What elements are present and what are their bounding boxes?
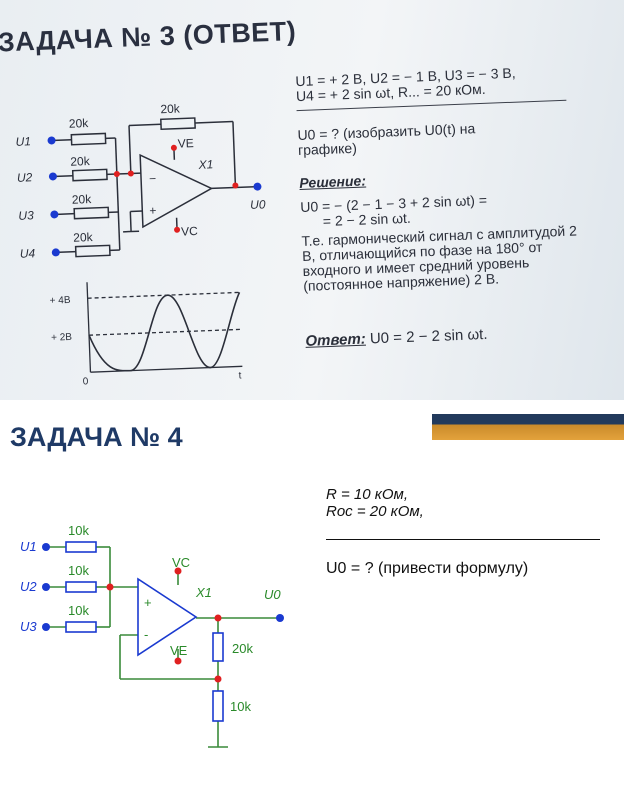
- task4-feedback-resistor-20k: [212, 632, 224, 662]
- task3-resistor-label-4: 20k: [73, 230, 94, 245]
- task3-input-resistor-2: [71, 168, 108, 182]
- task4-ground-label-10k: 10k: [230, 699, 251, 714]
- task3-graph-4v-line: [87, 291, 240, 299]
- task4-label-u3: U3: [20, 619, 37, 634]
- task3-resistor-label-3: 20k: [72, 192, 93, 207]
- task3-question: U0 = ? (изобразить U0(t) на графике): [297, 120, 476, 159]
- task3-explanation: Т.е. гармонический сигнал с амплитудой 2…: [301, 222, 578, 294]
- task4-given-r: R = 10 кОм,: [326, 486, 408, 503]
- task3-label-u1: U1: [15, 134, 31, 149]
- task4-terminal-u2: [42, 583, 50, 591]
- task3-answer: Ответ: U0 = 2 − 2 sin ωt.: [305, 323, 585, 350]
- task4-terminal-u3: [42, 623, 50, 631]
- task4-question: U0 = ? (привести формулу): [326, 560, 529, 577]
- task3-node: [232, 182, 239, 189]
- task3-opamp: [139, 153, 214, 229]
- task3-title: ЗАДАЧА № 3 (ОТВЕТ): [0, 16, 297, 58]
- task3-circuit: U1 U2 U3 U4 20k 20k 20k 20k 20k X1 VE VC…: [15, 102, 266, 261]
- task3-opamp-minus: −: [149, 172, 157, 186]
- task4-given-roc: Roc = 20 кОм,: [326, 503, 424, 520]
- task3-terminal-u2: [48, 172, 57, 181]
- task3-feedback-resistor: [160, 117, 196, 131]
- task3-solution-heading: Решение:: [299, 172, 367, 192]
- task4-feedback-label-20k: 20k: [232, 641, 253, 656]
- task3-node: [127, 170, 134, 177]
- task3-node: [113, 171, 120, 178]
- task4-title: ЗАДАЧА № 4: [10, 422, 183, 452]
- task3-terminal-u4: [51, 248, 60, 257]
- task4-terminal-u0: [276, 614, 284, 622]
- task4-supply-neg: VE: [170, 643, 188, 658]
- task3-resistor-label-2: 20k: [70, 154, 91, 169]
- task3-graph: + 4В + 2В 0 t: [49, 282, 243, 387]
- task4-node: [214, 675, 222, 683]
- task4-resistor-label-3: 10k: [68, 603, 89, 618]
- task4-opamp-minus: -: [144, 627, 148, 642]
- task3-label-u2: U2: [17, 170, 33, 185]
- task3-input-resistor-4: [74, 244, 111, 258]
- task4-label-u1: U1: [20, 539, 37, 554]
- task3-terminal-u1: [47, 136, 56, 145]
- task4-supply-pos: VC: [172, 555, 190, 570]
- task3-opamp-label: X1: [197, 157, 213, 172]
- task4-ground-resistor-10k: [212, 690, 224, 722]
- task3-node: [174, 226, 181, 233]
- task3-graph-label-4v: + 4В: [49, 295, 71, 307]
- task4-slide: ЗАДАЧА № 4: [0, 400, 624, 795]
- task4-terminal-u1: [42, 543, 50, 551]
- task3-graph-origin: 0: [83, 376, 89, 387]
- task3-node: [170, 144, 177, 151]
- task3-supply-pos: VE: [177, 136, 194, 151]
- task3-slide: ЗАДАЧА № 3 (ОТВЕТ): [0, 0, 624, 400]
- task4-input-resistor-1: [65, 541, 97, 553]
- task4-opamp-label: X1: [195, 585, 212, 600]
- task3-given: U1 = + 2 В, U2 = − 1 В, U3 = − 3 В, U4 =…: [295, 63, 596, 104]
- task3-answer-formula: U0 = 2 − 2 sin ωt.: [369, 325, 488, 348]
- task3-label-u0: U0: [250, 197, 266, 212]
- task4-resistor-label-1: 10k: [68, 523, 89, 538]
- task3-graph-label-2v: + 2В: [51, 332, 73, 344]
- task4-resistor-label-2: 10k: [68, 563, 89, 578]
- task3-graph-y-axis: [86, 282, 92, 373]
- task4-given: R = 10 кОм, Roc = 20 кОм,: [326, 486, 424, 520]
- task3-slide-content: ЗАДАЧА № 3 (ОТВЕТ): [0, 16, 596, 387]
- task3-label-u4: U4: [20, 246, 36, 261]
- task3-graph-2v-line: [89, 328, 241, 336]
- task4-divider: [326, 539, 600, 540]
- task4-node: [106, 583, 114, 591]
- task4-node: [174, 657, 182, 665]
- task3-resistor-label-1: 20k: [69, 116, 90, 131]
- task3-opamp-plus: +: [149, 204, 157, 218]
- task3-feedback-label: 20k: [160, 102, 181, 117]
- task4-opamp-plus: +: [144, 595, 152, 610]
- task4-opamp: [137, 577, 198, 657]
- task3-terminal-u3: [50, 210, 59, 219]
- task4-label-u2: U2: [20, 579, 37, 594]
- task4-node: [214, 614, 222, 622]
- task4-input-resistor-3: [65, 621, 97, 633]
- task3-input-resistor-3: [73, 206, 110, 220]
- task3-terminal-u0: [253, 182, 262, 191]
- task4-label-u0: U0: [264, 587, 281, 602]
- task4-input-resistor-2: [65, 581, 97, 593]
- task3-answer-label: Ответ:: [305, 330, 367, 350]
- task3-graph-t: t: [238, 370, 241, 381]
- task4-circuit: U1 U2 U3 U0 10k 10k 10k 20k 10k VC VE X1…: [20, 523, 284, 748]
- task3-supply-neg: VC: [181, 224, 199, 239]
- accent-band: [432, 414, 624, 440]
- task3-graph-curve: [88, 292, 241, 372]
- task4-node: [174, 567, 182, 575]
- task3-input-resistor-1: [70, 132, 107, 146]
- task3-label-u3: U3: [18, 208, 34, 223]
- task3-graph-x-axis: [90, 365, 243, 373]
